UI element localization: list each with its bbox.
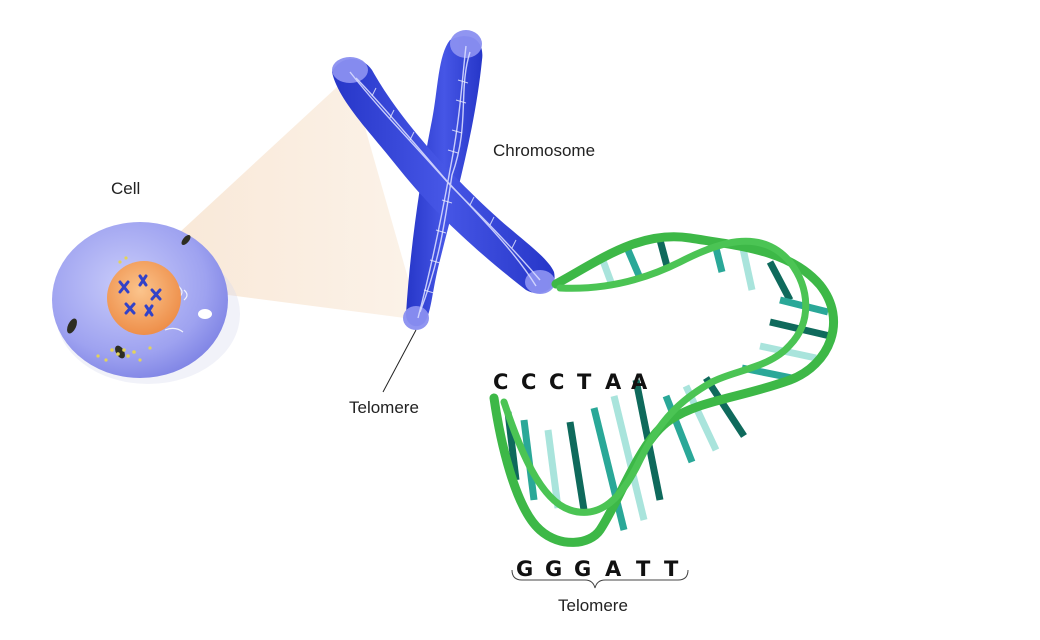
bottom-sequence: G G G A T T: [516, 557, 679, 581]
cell-label: Cell: [111, 179, 140, 198]
top-base: C: [521, 370, 536, 394]
top-base: T: [577, 370, 592, 394]
bottom-base: T: [636, 557, 651, 581]
telomere-dna-label: Telomere: [558, 596, 628, 615]
bottom-base: A: [605, 557, 622, 581]
telomere-brace: [511, 569, 689, 589]
chromosome-label: Chromosome: [493, 141, 595, 160]
dna-helix-icon: [489, 232, 839, 547]
top-base: C: [549, 370, 564, 394]
zoom-wedge: [180, 75, 420, 320]
top-base: A: [631, 370, 648, 394]
nucleus-icon: [107, 261, 181, 335]
mini-chromosome-icon: [118, 274, 162, 317]
telomere-pointer-line: [382, 329, 417, 393]
chromosome-icon: [332, 30, 555, 330]
bottom-base: G: [516, 557, 533, 581]
bottom-base: T: [664, 557, 679, 581]
bottom-base: G: [574, 557, 591, 581]
top-sequence: C C C T A A: [493, 370, 648, 394]
bottom-base: G: [545, 557, 562, 581]
top-base: A: [605, 370, 622, 394]
telomere-chromosome-label: Telomere: [349, 398, 419, 417]
top-base: C: [493, 370, 508, 394]
